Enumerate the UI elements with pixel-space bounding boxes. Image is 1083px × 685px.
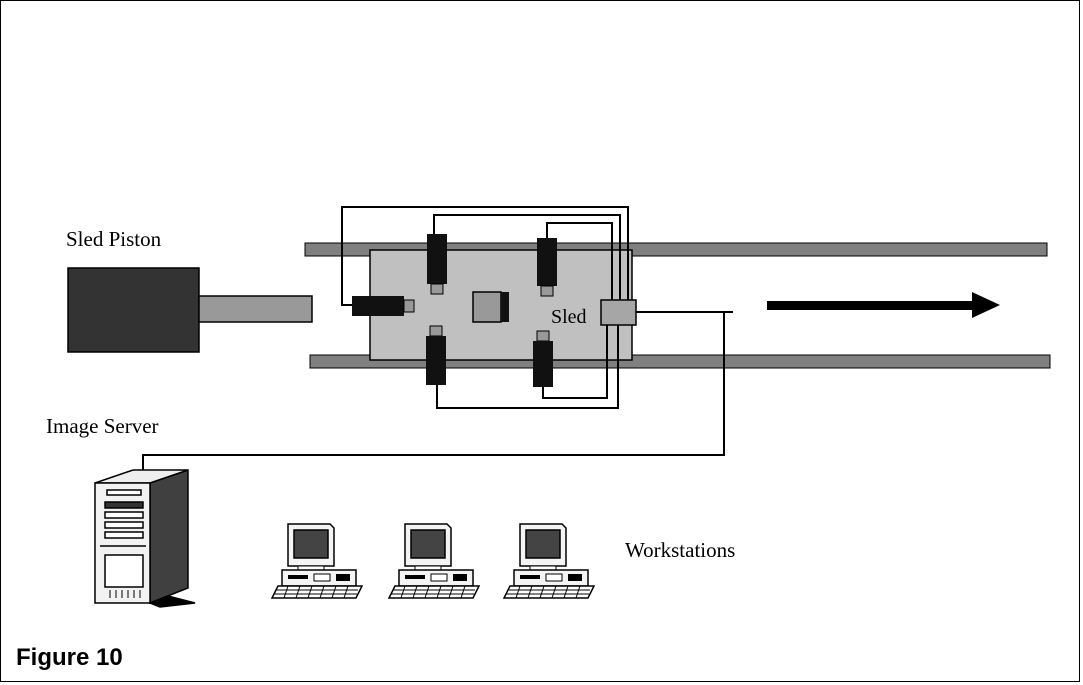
camera-top-right — [537, 238, 557, 297]
camera-left — [352, 296, 415, 316]
workstation-2-icon — [388, 523, 480, 599]
direction-arrow-icon — [767, 292, 1000, 318]
camera-bottom-left — [426, 325, 446, 385]
workstation-3-icon — [503, 523, 595, 599]
camera-wiring — [341, 206, 629, 409]
piston-cylinder — [67, 267, 200, 353]
camera-center — [472, 291, 509, 323]
camera-bottom-right — [533, 330, 553, 387]
piston-rod — [198, 295, 313, 323]
sled-connector-box — [600, 299, 637, 326]
figure-caption: Figure 10 — [16, 644, 123, 671]
workstations-label: Workstations — [625, 538, 736, 562]
camera-top-left — [427, 234, 447, 295]
workstation-1-icon — [271, 523, 363, 599]
tower-server-icon — [94, 468, 196, 608]
sled-piston-label: Sled Piston — [66, 227, 162, 251]
sled-label: Sled — [551, 306, 587, 328]
image-server-label: Image Server — [46, 414, 159, 438]
